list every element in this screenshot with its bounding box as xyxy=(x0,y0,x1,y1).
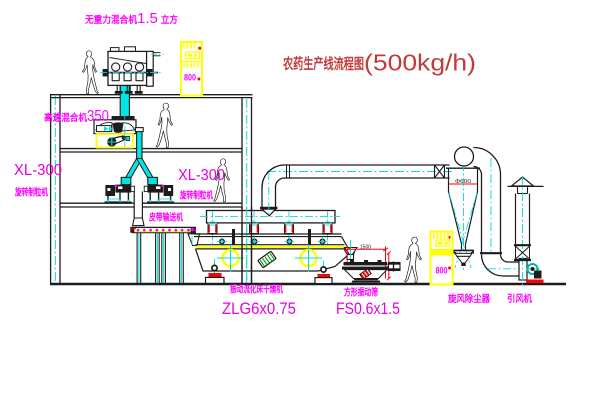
discharge-chute xyxy=(131,191,145,227)
cabinet2-indicator-light2 xyxy=(448,266,451,270)
cyclone-inlet-flange xyxy=(433,164,446,179)
cyclone-outlet-pipe xyxy=(473,146,540,277)
cabinet2-indicator-light xyxy=(448,236,451,240)
control-cabinet-1: 800 xyxy=(180,41,203,97)
belt-conveyor xyxy=(130,226,201,283)
label-granulator-left-name: 旋转制粒机 xyxy=(14,187,48,199)
y-duct-right-branch xyxy=(135,158,155,179)
person-ground xyxy=(404,236,422,283)
dryer-spring-mounts xyxy=(207,211,333,247)
cyclone-diameter-dimension: Φ600 xyxy=(455,179,471,185)
dryer-crosshair-right xyxy=(295,244,322,272)
dryer-foot-right xyxy=(314,261,333,285)
label-belt-conveyor: 皮带输送机 xyxy=(148,212,183,224)
sieve-length-dimension: 1500 xyxy=(360,245,371,251)
high-speed-mixer-outlet-duct xyxy=(137,131,142,159)
drawing-title: 农药生产线流程图(500kg/h) xyxy=(282,50,476,76)
conveyor-rollers xyxy=(136,228,190,232)
roof-deck xyxy=(50,93,253,99)
fan-impeller xyxy=(526,263,539,275)
cabinet1-indicator-light xyxy=(198,46,202,50)
cabinet1-label: 800 xyxy=(184,73,196,84)
label-granulator-right-name: 旋转制粒机 xyxy=(179,190,213,202)
control-cabinet-2: 800 xyxy=(429,230,454,286)
cyclone-cone-right xyxy=(464,191,479,245)
dryer-crosshair-left xyxy=(217,244,244,272)
label-dryer-name: 振动流化床干燥机 xyxy=(230,284,283,296)
dryer-foot-left xyxy=(204,259,225,284)
label-granulator-right-model: XL-300 xyxy=(178,167,225,184)
label-sieve-name: 方形振动筛 xyxy=(344,287,378,299)
exhaust-stack xyxy=(507,176,544,286)
third-floor-deck xyxy=(60,147,242,153)
second-floor-deck xyxy=(60,202,242,208)
conveyor-legs xyxy=(136,232,184,283)
dryer-trough-outline xyxy=(194,248,348,272)
label-sieve-model: FS0.6x1.5 xyxy=(336,299,400,318)
label-granulator-left-model: XL-300 xyxy=(14,162,62,179)
square-vibrating-sieve: 1500 545 xyxy=(342,240,401,285)
induced-draft-fan xyxy=(518,257,544,284)
fan-base xyxy=(526,279,544,284)
label-high-speed-mixer: 高速混合机350 xyxy=(44,108,109,125)
fluidized-bed-dryer xyxy=(194,209,356,285)
exhaust-duct xyxy=(260,164,453,217)
label-cyclone: 旋风除尘器 xyxy=(447,293,490,305)
gravity-free-mixer xyxy=(100,46,164,117)
label-dryer-model: ZLG6x0.75 xyxy=(222,299,296,318)
building-column-left xyxy=(49,94,61,284)
cabinet1-indicator-light2 xyxy=(197,77,201,81)
dryer-vibration-motor xyxy=(257,251,277,268)
cyclone-separator: Φ600 xyxy=(446,146,480,270)
sieve-motor xyxy=(359,268,372,280)
sieve-deck xyxy=(343,262,387,266)
y-split-duct xyxy=(124,158,155,179)
person-roof xyxy=(82,50,99,95)
cabinet2-label: 800 xyxy=(436,266,448,277)
granulator-right xyxy=(143,176,174,203)
label-fan: 引风机 xyxy=(507,293,532,305)
building-column-right-overlay xyxy=(241,207,253,284)
cyclone-vortex-outlet xyxy=(453,146,475,167)
high-speed-mixer xyxy=(93,96,144,159)
granulator-left xyxy=(104,176,135,203)
person-third-floor xyxy=(155,102,173,148)
